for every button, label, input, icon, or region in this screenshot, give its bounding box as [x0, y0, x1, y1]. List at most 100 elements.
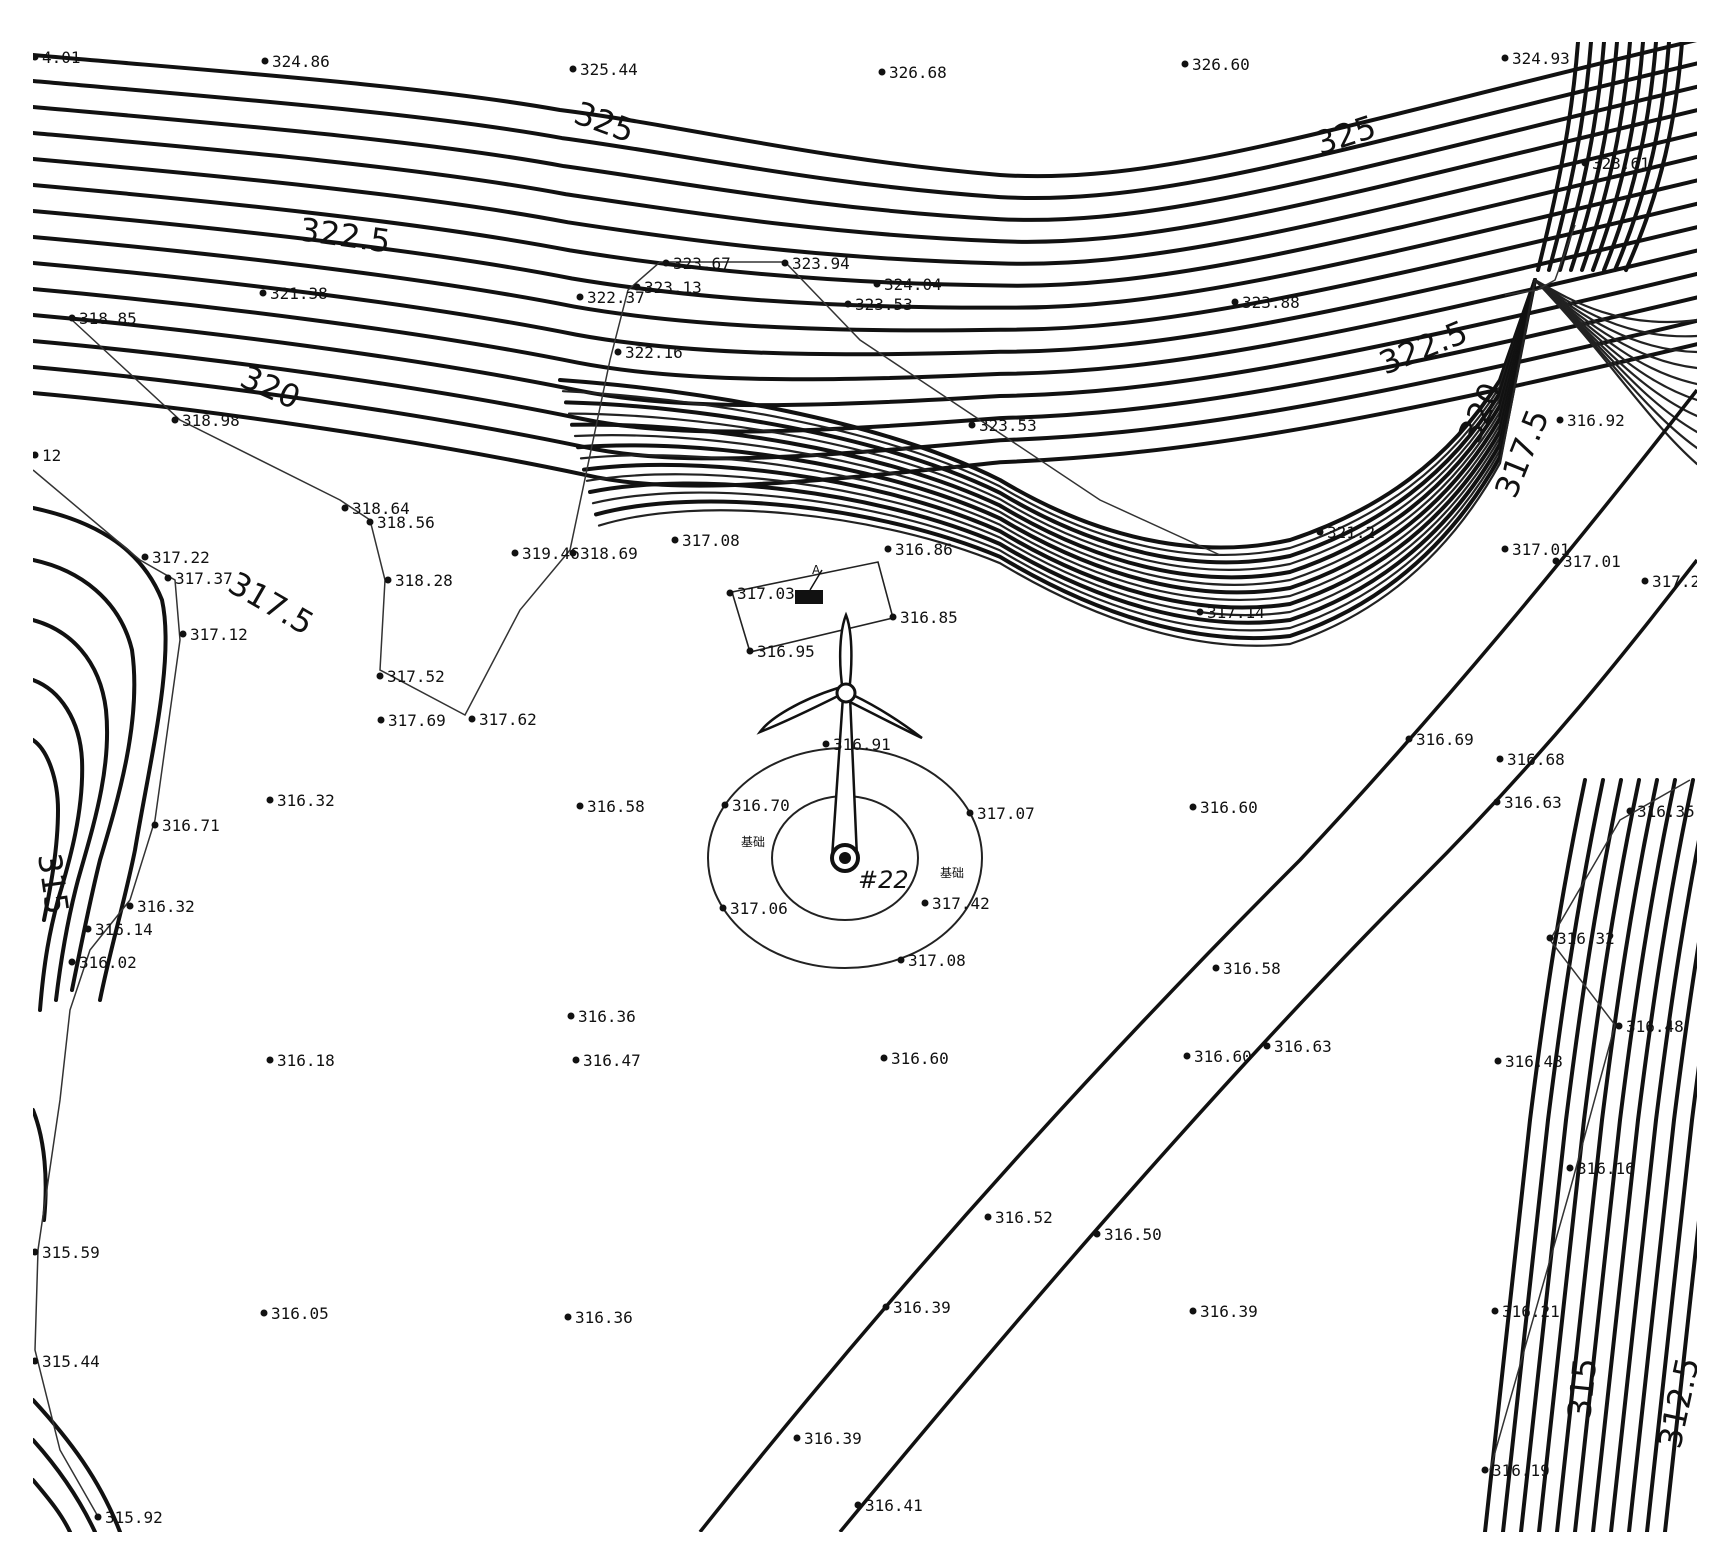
spot-elevation-label: 316.39 — [1200, 1302, 1258, 1321]
spot-elevation-dot — [844, 300, 852, 308]
spot-elevation-label: 317.08 — [908, 951, 966, 970]
spot-elevation-label: 323.94 — [792, 254, 850, 273]
spot-elevation: 316.69 — [1405, 730, 1474, 749]
spot-elevation: 316.36 — [567, 1007, 636, 1026]
spot-elevation-dot — [1405, 735, 1413, 743]
spot-elevation-dot — [1626, 807, 1634, 815]
spot-elevation-label: 323.53 — [979, 416, 1037, 435]
spot-elevation-dot — [179, 630, 187, 638]
contour-label: 322.5 — [1374, 313, 1473, 383]
spot-elevation: 317.03 — [726, 584, 795, 603]
foundation-label: 基础 — [741, 835, 765, 849]
spot-elevation: 316.48 — [1494, 1052, 1563, 1071]
spot-elevation-label: 325.44 — [580, 60, 638, 79]
north-contour — [33, 61, 1697, 201]
spot-elevation-dot — [511, 549, 519, 557]
west-contour — [33, 1398, 122, 1532]
east-contour — [594, 278, 1537, 640]
spot-elevation-dot — [1641, 577, 1649, 585]
spot-elevation-label: 318.98 — [182, 411, 240, 430]
spot-elevation-label: 321.38 — [270, 284, 328, 303]
spot-elevation: 316.71 — [151, 816, 220, 835]
east-contour — [585, 278, 1537, 617]
spot-elevation: 318.85 — [68, 309, 137, 328]
spot-elevation-dot — [1566, 1164, 1574, 1172]
west-hill-contours — [33, 506, 168, 1532]
spot-elevation-label: 316.70 — [732, 796, 790, 815]
spot-elevation: 317.08 — [897, 951, 966, 970]
spot-elevation-label: 316.58 — [587, 797, 645, 816]
spot-elevation-dot — [1196, 608, 1204, 616]
spot-elevation: 317.2 — [1641, 572, 1697, 591]
spot-elevation-dot — [1546, 934, 1554, 942]
marker-box — [795, 590, 823, 604]
spot-elevation-label: 316.39 — [893, 1298, 951, 1317]
southeast-contour — [1645, 1065, 1697, 1532]
spot-elevation-label: 317.22 — [152, 548, 210, 567]
spot-elevation-label: 316.48 — [1626, 1017, 1684, 1036]
east-contour — [1533, 278, 1697, 466]
north-contour — [33, 248, 1697, 382]
southeast-contour — [1519, 778, 1623, 1532]
east-contour — [1547, 42, 1593, 272]
spot-elevation: 321.38 — [259, 284, 328, 303]
spot-elevation: 325.44 — [569, 60, 638, 79]
survey-line — [71, 261, 1221, 717]
spot-elevation-dot — [1212, 964, 1220, 972]
spot-elevation: 317.22 — [141, 548, 210, 567]
spot-elevation: 316.32 — [266, 791, 335, 810]
spot-elevation-dot — [576, 293, 584, 301]
spot-elevation-label: 316.36 — [575, 1308, 633, 1327]
spot-elevation-label: 316.52 — [995, 1208, 1053, 1227]
west-contour — [33, 678, 85, 1012]
spot-elevation-label: 316.71 — [162, 816, 220, 835]
spot-elevation-label: 316.35 — [1637, 802, 1695, 821]
spot-elevation-label: 316.50 — [1104, 1225, 1162, 1244]
spot-elevation-dot — [1556, 416, 1564, 424]
spot-elevation-dot — [259, 289, 267, 297]
east-contour — [1602, 42, 1658, 272]
southeast-contour — [1573, 778, 1677, 1532]
spot-elevation: 315.44 — [33, 1352, 100, 1371]
turbine-tower — [830, 694, 859, 860]
spot-elevation-label: 323.13 — [644, 278, 702, 297]
spot-elevation-dot — [260, 1309, 268, 1317]
spot-elevation-label: 316.32 — [137, 897, 195, 916]
southeast-contour — [1627, 942, 1697, 1532]
spot-elevation: 316.39 — [882, 1298, 951, 1317]
spot-elevation-label: 318.85 — [79, 309, 137, 328]
spot-elevation-label: 322.37 — [587, 288, 645, 307]
spot-elevation: 315.92 — [94, 1508, 163, 1527]
southeast-contour — [1501, 778, 1605, 1532]
spot-elevation: 317.06 — [719, 899, 788, 918]
survey-line — [33, 469, 181, 1521]
spot-elevation: 316.32 — [1546, 929, 1615, 948]
spot-elevation: 318.64 — [341, 499, 410, 518]
spot-elevation-dot — [68, 958, 76, 966]
southeast-contour — [1591, 778, 1695, 1532]
spot-elevation-label: 317.37 — [175, 569, 233, 588]
spot-elevation-dot — [84, 925, 92, 933]
spot-elevation-dot — [1183, 1052, 1191, 1060]
east-contour — [558, 278, 1537, 550]
north-contour — [33, 108, 1697, 244]
spot-elevation-dot — [366, 518, 374, 526]
spot-elevation-label: 316.86 — [895, 540, 953, 559]
spot-elevation: 316.52 — [984, 1208, 1053, 1227]
spot-elevation: 316.14 — [84, 920, 153, 939]
spot-elevation-dot — [671, 536, 679, 544]
spot-elevation-label: 324.04 — [884, 275, 942, 294]
spot-elevation: 322.16 — [614, 343, 683, 362]
spot-elevation-dot — [984, 1213, 992, 1221]
north-contour — [33, 131, 1697, 266]
spot-elevation-label: 326.60 — [1192, 55, 1250, 74]
spot-elevation-label: 317.52 — [387, 667, 445, 686]
spot-elevation: 316.35 — [1626, 802, 1695, 821]
spot-elevation-dot — [726, 589, 734, 597]
spot-elevation-dot — [746, 647, 754, 655]
spot-elevation-dot — [468, 715, 476, 723]
east-contour — [570, 278, 1537, 580]
spot-elevation: 323.88 — [1231, 293, 1300, 312]
spot-elevation-dot — [880, 1054, 888, 1062]
spot-elevation-label: 316.69 — [1416, 730, 1474, 749]
